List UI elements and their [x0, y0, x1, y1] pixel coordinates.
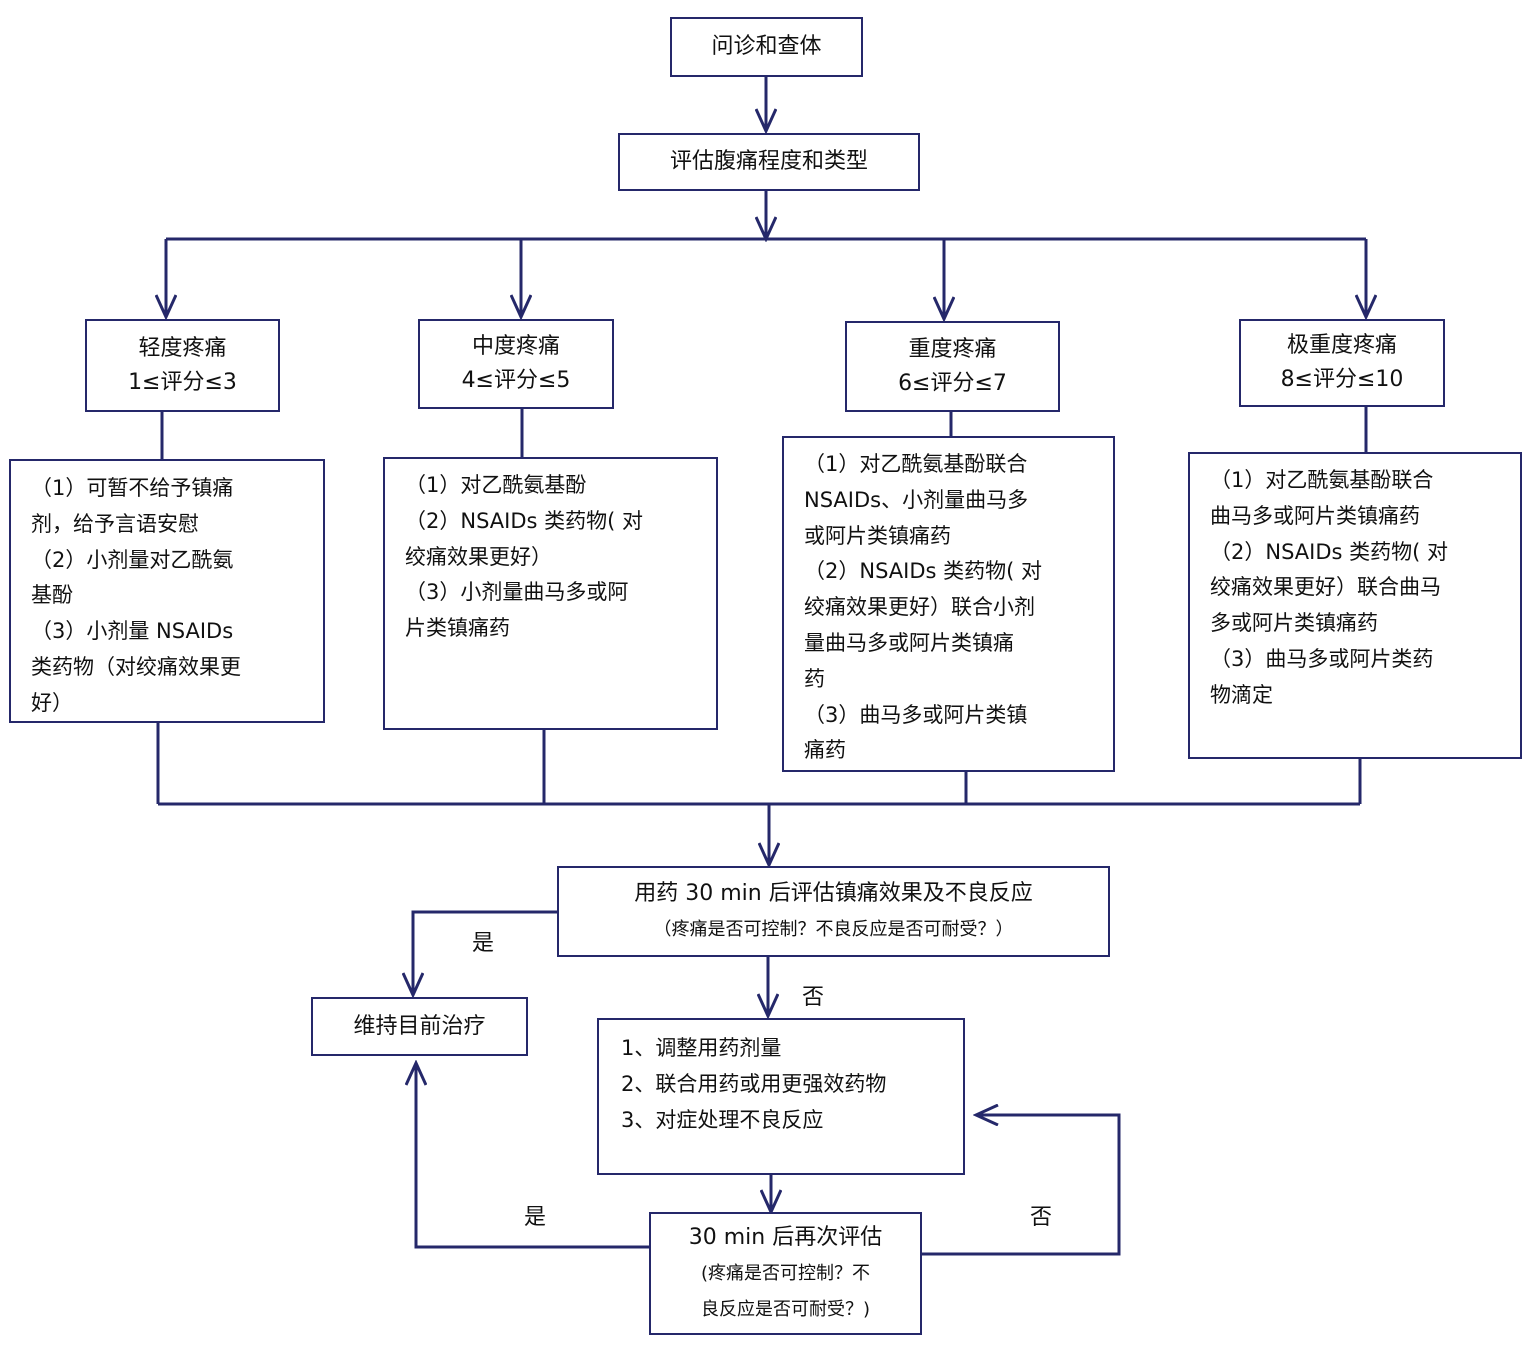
treatment-line: （3）曲马多或阿片类药	[1210, 646, 1434, 671]
level-name: 轻度疼痛	[138, 335, 227, 361]
level-moderate: 中度疼痛 4≤评分≤5	[418, 319, 614, 409]
treatment-line: 基酚	[31, 583, 73, 608]
reassess-node: 30 min 后再次评估 (疼痛是否可控制？不 良反应是否可耐受？)	[649, 1212, 922, 1335]
treatment-line: （2）NSAIDs 类药物( 对	[1210, 539, 1449, 564]
edge-label-no-1: 否	[802, 985, 825, 1010]
level-extreme: 极重度疼痛 8≤评分≤10	[1239, 319, 1445, 407]
treatment-line: 多或阿片类镇痛药	[1210, 611, 1378, 636]
treatment-line: NSAIDs、小剂量曲马多	[804, 487, 1029, 512]
reassess-subtitle-2: 良反应是否可耐受？)	[700, 1298, 871, 1320]
treatment-line: （1）对乙酰氨基酚联合	[804, 452, 1028, 476]
treatment-line: 曲马多或阿片类镇痛药	[1210, 503, 1420, 528]
arrow-reassess-yes-to-maintain	[416, 1063, 650, 1249]
maintain-node: 维持目前治疗	[311, 997, 528, 1056]
arrow-reassess-no-to-adjust	[921, 1115, 1121, 1256]
level-range: 1≤评分≤3	[128, 369, 237, 395]
adjust-node: 1、调整用药剂量 2、联合用药或用更强效药物 3、对症处理不良反应	[597, 1018, 965, 1175]
treatment-line: （2）NSAIDs 类药物( 对	[405, 508, 644, 533]
treatment-line: （2）NSAIDs 类药物( 对	[804, 559, 1043, 584]
treatment-line: （3）小剂量 NSAIDs	[31, 619, 234, 644]
level-name: 极重度疼痛	[1286, 333, 1397, 358]
treatment-line: （3）小剂量曲马多或阿	[405, 580, 629, 605]
treatment-line: （3）曲马多或阿片类镇	[804, 702, 1028, 727]
reassess-subtitle-1: (疼痛是否可控制？不	[700, 1262, 871, 1284]
treatment-severe: （1）对乙酰氨基酚联合 NSAIDs、小剂量曲马多 或阿片类镇痛药 （2）NSA…	[782, 436, 1115, 772]
treatment-moderate: （1）对乙酰氨基酚 （2）NSAIDs 类药物( 对 绞痛效果更好） （3）小剂…	[383, 457, 718, 730]
treatment-line: 痛药	[804, 738, 846, 763]
reassess-title: 30 min 后再次评估	[688, 1224, 883, 1250]
treatment-mild: （1）可暂不给予镇痛 剂，给予言语安慰 （2）小剂量对乙酰氨 基酚 （3）小剂量…	[9, 459, 325, 723]
treatment-line: 绞痛效果更好）	[405, 544, 552, 569]
start-node: 问诊和查体	[670, 17, 863, 77]
arrow-evaluate-yes-to-maintain	[413, 910, 558, 995]
evaluate-node: 用药 30 min 后评估镇痛效果及不良反应 （疼痛是否可控制？不良反应是否可耐…	[557, 866, 1110, 957]
treatment-line: （1）可暂不给予镇痛	[31, 476, 234, 500]
treatment-line: （1）对乙酰氨基酚联合	[1210, 468, 1434, 492]
edge-label-yes-2: 是	[524, 1205, 547, 1230]
treatment-line: 剂，给予言语安慰	[31, 511, 199, 536]
treatment-line: 药	[804, 666, 825, 691]
adjust-line: 2、联合用药或用更强效药物	[621, 1072, 887, 1096]
level-severe: 重度疼痛 6≤评分≤7	[845, 321, 1060, 412]
start-label: 问诊和查体	[711, 34, 822, 59]
treatment-line: （1）对乙酰氨基酚	[405, 473, 587, 497]
treatment-line: 或阿片类镇痛药	[804, 523, 951, 548]
treatment-line: 绞痛效果更好）联合小剂	[804, 595, 1035, 620]
evaluate-title: 用药 30 min 后评估镇痛效果及不良反应	[634, 880, 1033, 906]
level-name: 中度疼痛	[471, 334, 560, 359]
level-mild: 轻度疼痛 1≤评分≤3	[85, 319, 280, 412]
assess-label: 评估腹痛程度和类型	[669, 149, 868, 174]
adjust-line: 1、调整用药剂量	[621, 1036, 782, 1060]
treatment-line: 量曲马多或阿片类镇痛	[804, 630, 1014, 655]
edge-label-no-2: 否	[1030, 1205, 1053, 1230]
maintain-label: 维持目前治疗	[353, 1013, 486, 1039]
treatment-line: 绞痛效果更好）联合曲马	[1210, 575, 1441, 600]
treatment-line: 类药物（对绞痛效果更	[31, 654, 241, 679]
treatment-line: 好）	[31, 690, 73, 715]
adjust-line: 3、对症处理不良反应	[621, 1108, 824, 1132]
treatment-line: （2）小剂量对乙酰氨	[31, 547, 234, 572]
treatment-line: 物滴定	[1210, 682, 1273, 707]
level-name: 重度疼痛	[908, 336, 997, 362]
level-range: 6≤评分≤7	[898, 370, 1007, 396]
level-range: 8≤评分≤10	[1280, 367, 1404, 392]
assess-node: 评估腹痛程度和类型	[618, 133, 920, 191]
level-range: 4≤评分≤5	[461, 368, 571, 393]
evaluate-subtitle: （疼痛是否可控制？不良反应是否可耐受？）	[653, 918, 1014, 940]
treatment-extreme: （1）对乙酰氨基酚联合 曲马多或阿片类镇痛药 （2）NSAIDs 类药物( 对 …	[1188, 452, 1522, 759]
treatment-line: 片类镇痛药	[405, 616, 510, 641]
edge-label-yes-1: 是	[472, 931, 495, 956]
